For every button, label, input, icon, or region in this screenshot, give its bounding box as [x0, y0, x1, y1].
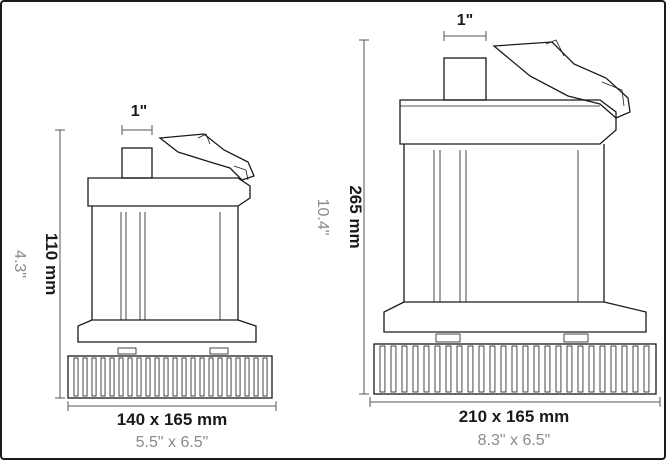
strainer-slat [390, 345, 397, 393]
strainer-slat [456, 345, 463, 393]
strainer-slat [181, 357, 187, 397]
strainer-slat [154, 357, 160, 397]
strainer-slat [401, 345, 408, 393]
strainer-slat [434, 345, 441, 393]
small-pump-dimensions: 1" 110 mm 4.3" 140 x 165 mm 5.5" x 6.5" [11, 103, 277, 451]
strainer-slat [136, 357, 142, 397]
strainer-slat [577, 345, 584, 393]
strainer-slat [172, 357, 178, 397]
small-outlet-label: 1" [131, 103, 147, 120]
strainer-slat [73, 357, 79, 397]
small-pump-body [91, 206, 239, 321]
strainer-slat [145, 357, 151, 397]
small-pump-drawing [67, 133, 273, 399]
strainer-slat [610, 345, 617, 393]
strainer-slat [199, 357, 205, 397]
large-pump-drawing [373, 39, 657, 395]
large-pump-outlet [443, 57, 487, 101]
small-pump-base [77, 319, 257, 343]
strainer-slat [588, 345, 595, 393]
large-height-inch-label: 10.4" [314, 199, 331, 236]
strainer-slat [632, 345, 639, 393]
strainer-slat [163, 357, 169, 397]
strainer-slat [244, 357, 250, 397]
strainer-slat [467, 345, 474, 393]
strainer-slat [379, 345, 386, 393]
large-pump-body [403, 144, 605, 303]
strainer-slat [555, 345, 562, 393]
strainer-slat [544, 345, 551, 393]
large-pump-base [383, 301, 647, 333]
large-outlet-label: 1" [457, 12, 473, 29]
strainer-slat [100, 357, 106, 397]
strainer-slat [643, 345, 650, 393]
large-pump-dimensions: 1" 265 mm 10.4" 210 x 165 mm 8.3" x 6.5" [314, 12, 661, 449]
strainer-slat [566, 345, 573, 393]
strainer-slat [478, 345, 485, 393]
strainer-slat [208, 357, 214, 397]
strainer-slat [91, 357, 97, 397]
strainer-slat [262, 357, 268, 397]
small-pump-outlet [121, 147, 153, 179]
small-pump-strainer [67, 355, 273, 399]
large-width-label: 210 x 165 mm [459, 407, 570, 426]
small-width-inch-label: 5.5" x 6.5" [136, 434, 209, 451]
strainer-slat [412, 345, 419, 393]
large-pump-top-cap [399, 99, 617, 145]
small-height-inch-label: 4.3" [11, 250, 28, 278]
strainer-slat [127, 357, 133, 397]
strainer-slat [522, 345, 529, 393]
strainer-slat [500, 345, 507, 393]
strainer-slat [621, 345, 628, 393]
large-width-inch-label: 8.3" x 6.5" [478, 432, 551, 449]
small-height-label: 110 mm [42, 233, 61, 295]
strainer-slat [226, 357, 232, 397]
strainer-slat [82, 357, 88, 397]
large-height-label: 265 mm [346, 185, 365, 248]
small-pump-handle [158, 133, 255, 181]
strainer-slat [118, 357, 124, 397]
strainer-slat [599, 345, 606, 393]
strainer-slat [109, 357, 115, 397]
strainer-slat [511, 345, 518, 393]
large-pump-strainer [373, 343, 657, 395]
small-pump-top-cap [87, 177, 251, 207]
strainer-slat [253, 357, 259, 397]
small-width-label: 140 x 165 mm [117, 410, 228, 429]
large-pump-handle [492, 41, 631, 119]
strainer-slat [235, 357, 241, 397]
strainer-slat [423, 345, 430, 393]
strainer-slat [190, 357, 196, 397]
strainer-slat [445, 345, 452, 393]
strainer-slat [533, 345, 540, 393]
strainer-slat [489, 345, 496, 393]
strainer-slat [217, 357, 223, 397]
